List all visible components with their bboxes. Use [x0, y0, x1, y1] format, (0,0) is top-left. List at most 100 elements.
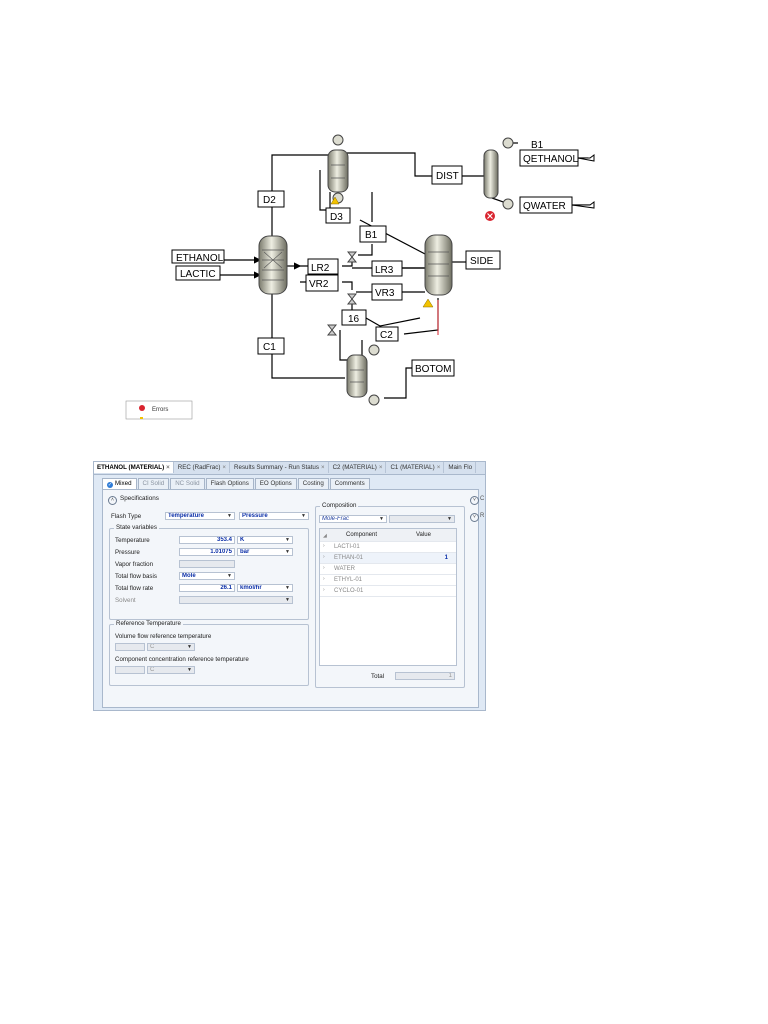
dropdown-arrow-icon: ▼ [285, 585, 290, 591]
temperature-unit-select[interactable]: K▼ [237, 536, 293, 544]
composition-title: Composition [320, 502, 359, 509]
dropdown-arrow-icon: ▼ [187, 667, 192, 673]
stream-d2[interactable]: D2 [257, 190, 285, 208]
stream-dist[interactable]: DIST [431, 165, 463, 185]
flash-type-select-2[interactable]: Pressure▼ [239, 512, 309, 520]
tab-eo-options[interactable]: EO Options [254, 478, 297, 489]
process-flowsheet[interactable]: ETHANOL LACTIC D2 C1 D3 B1 LR2 VR2 LR3 V… [0, 0, 768, 440]
stream-lr2[interactable]: LR2 [307, 258, 339, 275]
doc-tab-results-summary[interactable]: Results Summary - Run Status× [231, 462, 329, 473]
vapor-fraction-label: Vapor fraction [115, 561, 154, 568]
reference-temperature-title: Reference Temperature [114, 620, 183, 627]
stream-b1[interactable]: B1 [359, 225, 387, 243]
grid-corner-icon: ◢ [323, 533, 327, 539]
warning-icon [140, 417, 143, 419]
svg-text:QWATER: QWATER [523, 201, 566, 212]
dropdown-arrow-icon: ▼ [285, 597, 290, 603]
stream-d3[interactable]: D3 [325, 207, 351, 224]
component-conc-ref-label: Component concentration reference temper… [115, 656, 249, 663]
volume-flow-ref-label: Volume flow reference temperature [115, 633, 212, 640]
column-bottom[interactable] [346, 344, 380, 406]
row-arrow-icon: › [323, 587, 325, 593]
stream-vr2[interactable]: VR2 [305, 274, 339, 292]
svg-text:C1: C1 [263, 342, 276, 353]
tab-mixed[interactable]: ✓Mixed [102, 478, 137, 489]
dropdown-arrow-icon: ▼ [285, 537, 290, 543]
svg-text:VR2: VR2 [309, 279, 329, 290]
stream-qwater[interactable]: QWATER [519, 196, 595, 214]
dropdown-arrow-icon: ▼ [447, 516, 452, 522]
table-row[interactable]: › LACTI-01 [320, 542, 456, 553]
doc-tab-c2[interactable]: C2 (MATERIAL)× [330, 462, 387, 473]
total-flow-basis-select[interactable]: Mole▼ [179, 572, 235, 580]
temperature-input[interactable]: 353.4 [179, 536, 235, 544]
stream-16[interactable]: 16 [341, 309, 367, 326]
column-right[interactable] [424, 234, 453, 296]
total-flow-rate-unit-select[interactable]: kmol/hr▼ [237, 584, 293, 592]
column-header-value: Value [416, 532, 431, 538]
row-arrow-icon: › [323, 565, 325, 571]
stream-lr3[interactable]: LR3 [371, 260, 403, 277]
dropdown-arrow-icon: ▼ [301, 513, 306, 519]
stream-botom[interactable]: BOTOM [411, 359, 455, 377]
svg-text:LR2: LR2 [311, 263, 330, 274]
svg-text:DIST: DIST [436, 171, 459, 182]
svg-text:SIDE: SIDE [470, 256, 494, 267]
pressure-unit-select[interactable]: bar▼ [237, 548, 293, 556]
specifications-header[interactable]: ˄Specifications [108, 495, 159, 505]
svg-text:QETHANOL: QETHANOL [523, 154, 578, 165]
stream-vr3[interactable]: VR3 [371, 283, 403, 301]
dropdown-arrow-icon: ▼ [285, 549, 290, 555]
table-row[interactable]: › WATER [320, 564, 456, 575]
doc-tab-ethanol[interactable]: ETHANOL (MATERIAL)× [94, 462, 174, 473]
flash-type-select-1[interactable]: Temperature▼ [165, 512, 235, 520]
state-variables-group: State variables [109, 524, 309, 620]
composition-units-select[interactable]: ▼ [389, 515, 455, 523]
total-flow-rate-input[interactable]: 26.1 [179, 584, 235, 592]
table-row[interactable]: › CYCLO-01 [320, 586, 456, 597]
warning-icon [330, 196, 340, 205]
tab-nc-solid[interactable]: NC Solid [170, 478, 205, 489]
tab-ci-solid[interactable]: CI Solid [137, 478, 170, 489]
stream-qethanol[interactable]: QETHANOL [519, 149, 595, 167]
stream-c1[interactable]: C1 [257, 337, 285, 355]
column-reactive-left[interactable] [258, 235, 288, 295]
pressure-input[interactable]: 1.01075 [179, 548, 235, 556]
close-icon: × [436, 464, 441, 471]
composition-basis-select[interactable]: Mole-Frac▼ [319, 515, 387, 523]
tab-comments[interactable]: Comments [329, 478, 370, 489]
doc-tab-rec[interactable]: REC (RadFrac)× [175, 462, 231, 473]
doc-tab-c1[interactable]: C1 (MATERIAL)× [387, 462, 445, 473]
tab-flash-options[interactable]: Flash Options [205, 478, 254, 489]
solvent-select[interactable]: ▼ [179, 596, 293, 604]
column-rec[interactable] [327, 134, 349, 204]
grid-header-row: Component Value ◢ [320, 529, 456, 542]
tab-costing[interactable]: Costing [297, 478, 329, 489]
volume-flow-ref-unit-select[interactable]: C▼ [147, 643, 195, 651]
stream-ethanol[interactable]: ETHANOL [171, 249, 225, 264]
expand-icon[interactable]: ˅R [470, 513, 484, 522]
dropdown-arrow-icon: ▼ [227, 513, 232, 519]
volume-flow-ref-value[interactable] [115, 643, 145, 651]
flash-type-label: Flash Type [111, 513, 142, 520]
row-arrow-icon: › [323, 554, 325, 560]
composition-grid: Component Value ◢ › LACTI-01 › ETHAN-01 … [319, 528, 457, 666]
stream-c2[interactable]: C2 [375, 326, 399, 342]
errors-legend: Errors [125, 400, 193, 420]
stream-lactic[interactable]: LACTIC [175, 265, 221, 281]
svg-text:BOTOM: BOTOM [415, 364, 451, 375]
doc-tab-main-flowsheet[interactable]: Main Flo [445, 462, 477, 473]
vapor-fraction-input[interactable] [179, 560, 235, 568]
component-conc-ref-unit-select[interactable]: C▼ [147, 666, 195, 674]
expand-icon[interactable]: ˅C [470, 496, 484, 505]
valve-icon [326, 324, 338, 336]
table-row[interactable]: › ETHYL-01 [320, 575, 456, 586]
total-value: 1 [395, 672, 455, 680]
svg-text:VR3: VR3 [375, 288, 395, 299]
stream-side[interactable]: SIDE [465, 250, 501, 270]
table-row[interactable]: › ETHAN-01 1 [320, 553, 456, 564]
component-conc-ref-value[interactable] [115, 666, 145, 674]
valve-icon [346, 293, 358, 305]
separator-b1[interactable] [483, 137, 514, 210]
